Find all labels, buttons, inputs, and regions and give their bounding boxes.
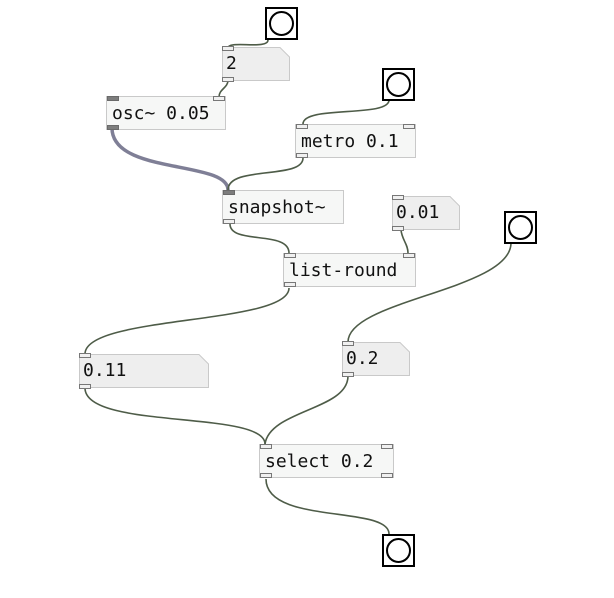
signal-outlet[interactable] xyxy=(107,125,119,130)
number-value: 0.2 xyxy=(346,348,379,369)
inlet[interactable] xyxy=(403,253,415,258)
inlet[interactable] xyxy=(381,444,393,449)
object-osc[interactable]: osc~ 0.05 xyxy=(106,96,226,130)
wire-bang-to-metro[interactable] xyxy=(302,99,390,125)
wire-select-to-bang[interactable] xyxy=(265,478,390,535)
bang-bottom[interactable] xyxy=(382,534,415,567)
object-list-round[interactable]: list-round xyxy=(283,253,416,287)
number-box-shape xyxy=(79,354,209,388)
wire-list-round-to-number-011[interactable] xyxy=(84,287,290,355)
bang-circle-icon xyxy=(508,215,533,240)
wire-number-001-to-list-round[interactable] xyxy=(400,229,409,254)
bang-circle-icon xyxy=(386,72,411,97)
object-label: list-round xyxy=(289,260,398,281)
number-box-snapshot-value[interactable]: 0.11 xyxy=(79,353,209,389)
wire-number-2-to-osc[interactable] xyxy=(218,79,229,98)
outlet[interactable] xyxy=(222,77,234,82)
number-box-frequency[interactable]: 2 xyxy=(222,46,290,82)
number-box-shape xyxy=(222,47,290,81)
inlet[interactable] xyxy=(260,444,272,449)
outlet[interactable] xyxy=(296,153,308,158)
object-label: select 0.2 xyxy=(265,451,374,472)
bang-top[interactable] xyxy=(265,7,298,40)
wire-metro-to-snapshot[interactable] xyxy=(227,157,304,191)
wire-number-011-to-select[interactable] xyxy=(84,387,266,445)
inlet[interactable] xyxy=(392,195,404,200)
wire-osc-to-snapshot[interactable] xyxy=(110,127,230,191)
inlet[interactable] xyxy=(342,341,354,346)
outlet[interactable] xyxy=(284,282,296,287)
object-select[interactable]: select 0.2 xyxy=(259,444,394,478)
inlet[interactable] xyxy=(403,124,415,129)
bang-metro-trigger[interactable] xyxy=(382,68,415,101)
number-box-round-step[interactable]: 0.01 xyxy=(392,195,460,231)
number-value: 0.11 xyxy=(83,360,127,381)
inlet[interactable] xyxy=(213,96,225,101)
outlet[interactable] xyxy=(223,219,235,224)
bang-circle-icon xyxy=(386,538,411,563)
object-label: snapshot~ xyxy=(228,197,326,218)
number-value: 0.01 xyxy=(396,202,440,223)
wire-snapshot-to-list-round[interactable] xyxy=(229,223,290,254)
inlet[interactable] xyxy=(284,253,296,258)
outlet[interactable] xyxy=(381,473,393,478)
inlet[interactable] xyxy=(296,124,308,129)
number-box-select-arg[interactable]: 0.2 xyxy=(342,341,410,377)
bang-right[interactable] xyxy=(504,211,537,244)
outlet[interactable] xyxy=(342,372,354,377)
signal-inlet[interactable] xyxy=(107,96,119,101)
bang-circle-icon xyxy=(269,11,294,36)
object-snapshot[interactable]: snapshot~ xyxy=(222,190,344,224)
object-label: osc~ 0.05 xyxy=(112,103,210,124)
outlet[interactable] xyxy=(392,226,404,231)
number-box-shape xyxy=(342,342,410,376)
outlet[interactable] xyxy=(79,384,91,389)
inlet[interactable] xyxy=(222,46,234,51)
inlet[interactable] xyxy=(79,353,91,358)
object-metro[interactable]: metro 0.1 xyxy=(295,124,416,158)
number-box-shape xyxy=(392,196,460,230)
outlet[interactable] xyxy=(260,473,272,478)
number-value: 2 xyxy=(226,53,237,74)
object-label: metro 0.1 xyxy=(301,131,399,152)
signal-inlet[interactable] xyxy=(223,190,235,195)
wire-number-02-to-select[interactable] xyxy=(264,375,349,445)
